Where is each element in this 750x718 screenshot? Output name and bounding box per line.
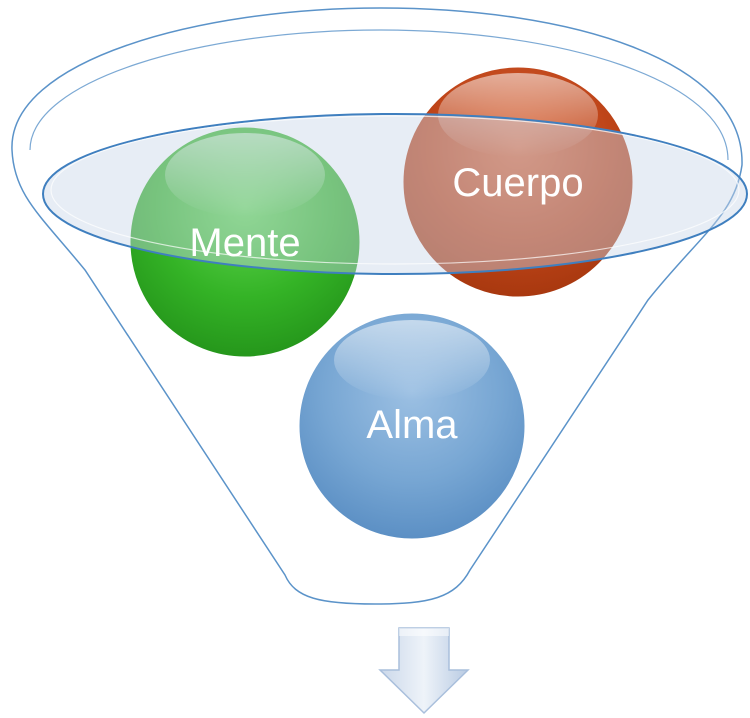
bubble-mente (127, 124, 363, 360)
funnel-rim-highlight (50, 115, 740, 265)
label-cuerpo: Cuerpo (452, 161, 583, 205)
bubble-alma (296, 310, 528, 542)
funnel-rim-inner (29, 29, 729, 161)
label-alma: Alma (366, 403, 458, 447)
bubble-cuerpo (400, 64, 636, 300)
label-mente: Mente (189, 221, 300, 265)
down-arrow-icon (378, 627, 470, 715)
funnel-rim (42, 113, 748, 275)
